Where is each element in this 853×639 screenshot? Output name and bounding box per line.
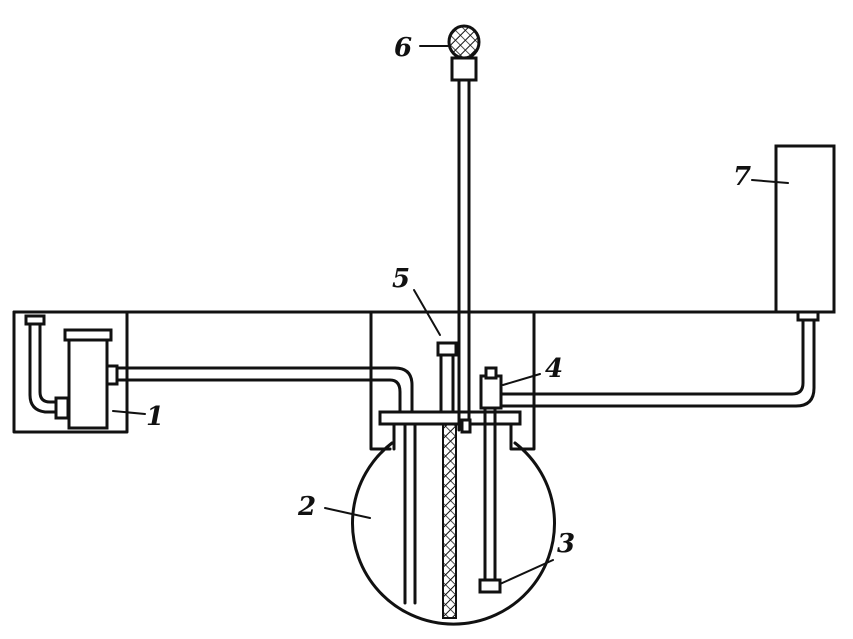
- label-4: 4: [545, 354, 563, 384]
- label-6: 6: [394, 33, 412, 63]
- fitting-4: [479, 366, 503, 410]
- label-2: 2: [297, 492, 316, 522]
- label-1: 1: [146, 402, 164, 432]
- label-7: 7: [733, 162, 751, 192]
- hatched-rod: [442, 423, 457, 619]
- probe-6: [447, 24, 481, 434]
- label-5: 5: [392, 264, 410, 294]
- label-3: 3: [557, 529, 575, 559]
- valve-5: [436, 341, 458, 414]
- pipe-to-box-7: [500, 310, 820, 408]
- pump-1: [24, 314, 119, 430]
- floor-outline: [12, 310, 777, 451]
- leader-lines: [112, 45, 789, 585]
- dip-pipe: [403, 422, 417, 605]
- pipe-pump-to-tank: [115, 366, 414, 420]
- rod-3: [478, 406, 502, 594]
- box-7: [774, 144, 836, 314]
